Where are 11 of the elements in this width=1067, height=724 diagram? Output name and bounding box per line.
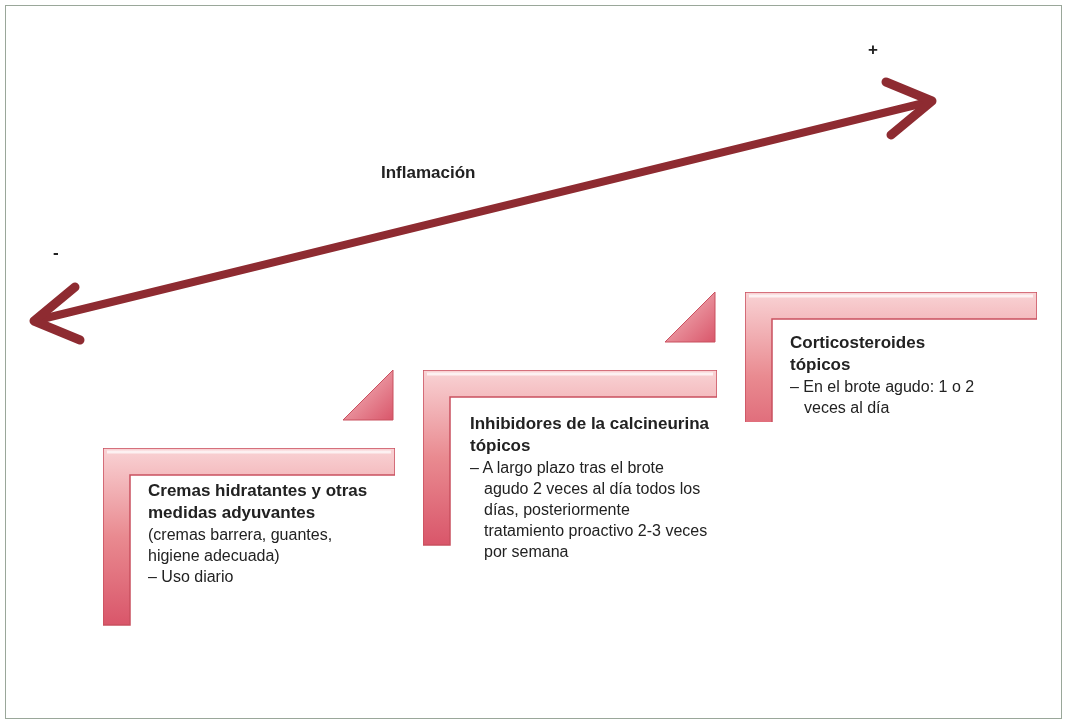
body-text: – A largo plazo tras el brote agudo 2 veces al día todos los días, posteriormente tratamiento proactivo 2-3 veces por semana	[470, 458, 709, 562]
axis-label: Inflamación	[381, 163, 476, 183]
heading-text: Inhibidores de la calcineurina tópicos	[470, 413, 710, 457]
body-text: – Uso diario	[148, 567, 235, 587]
axis-label: -	[53, 243, 59, 263]
body-text: (cremas barrera, guantes, higiene adecuada)	[148, 525, 334, 566]
body-text: – En el brote agudo: 1 o 2 veces al día	[790, 377, 976, 418]
heading-text: Cremas hidratantes y otras medidas adyuvantes	[148, 480, 368, 524]
step-bracket	[745, 292, 1037, 422]
heading-text: Corticosteroides tópicos	[790, 332, 927, 376]
axis-label: +	[868, 40, 878, 60]
